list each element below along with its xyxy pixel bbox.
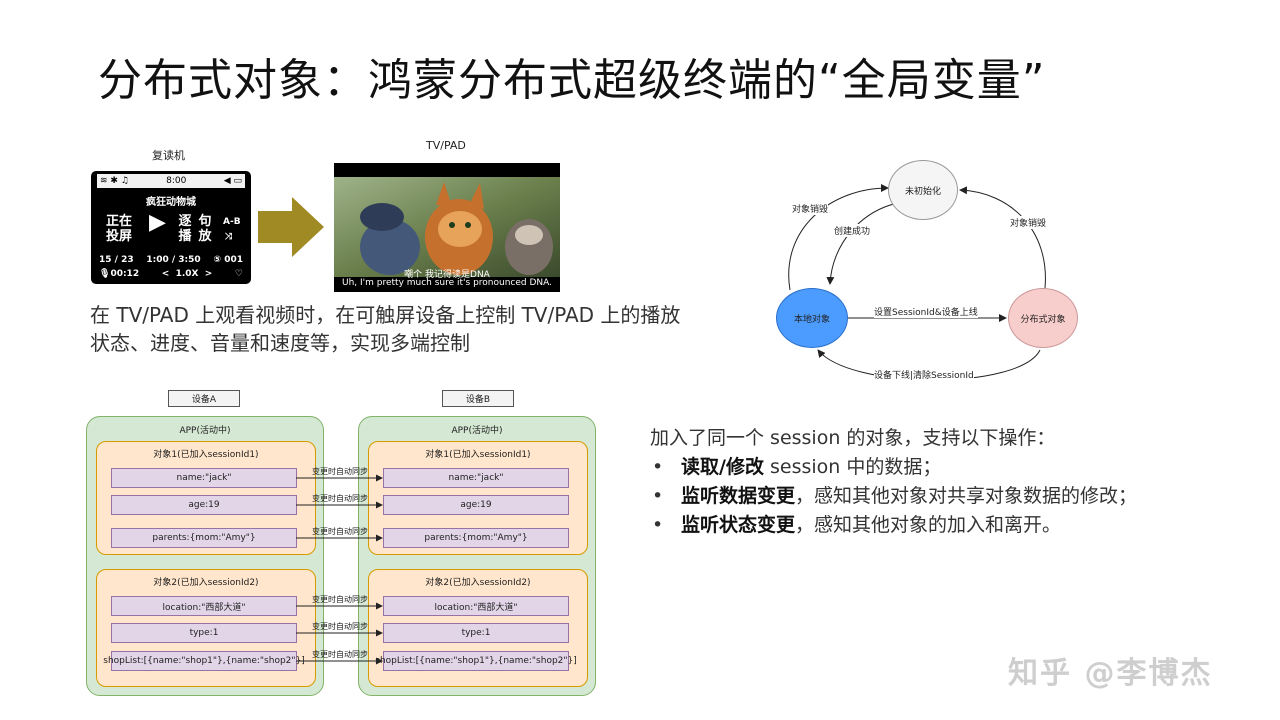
subtitle-chinese: 嘲个 我记得读是DNA <box>404 270 490 280</box>
mode-label-1[interactable]: 逐播 <box>178 214 192 244</box>
video-scene-image <box>334 177 560 277</box>
label-go-online: 设置SessionId&设备上线 <box>874 305 978 318</box>
speed-control[interactable]: < 1.0X > <box>161 269 213 279</box>
sync-label: 变更时自动同步 <box>312 467 368 476</box>
elapsed-time: 🎙00:12 <box>99 269 140 279</box>
label-destroy-right: 对象销毁 <box>1010 216 1047 229</box>
state-uninitialized: 未初始化 <box>888 160 958 220</box>
edge-create <box>826 201 903 285</box>
speed-value: 1.0X <box>175 269 199 279</box>
media-description: 在 TV/PAD 上观看视频时，在可触屏设备上控制 TV/PAD 上的播放状态、… <box>90 303 681 355</box>
subtitle-english: Uh, I'm pretty much sure it's pronounced… <box>341 278 553 288</box>
field-type: type:1 <box>111 623 297 643</box>
field-age: age:19 <box>111 495 297 515</box>
video-frame: 嘲个 我记得读是DNA Uh, I'm pretty much sure it'… <box>334 163 560 292</box>
state-local-object: 本地对象 <box>776 288 848 348</box>
watermark: 知乎 @李博杰 <box>1008 656 1213 691</box>
mode-label-2[interactable]: 句放 <box>198 214 212 244</box>
app-title: APP(活动中) <box>451 426 503 436</box>
operation-item: 监听数据变更，感知其他对象对共享对象数据的修改； <box>650 482 1170 511</box>
object2-device-b: 对象2(已加入sessionId2) location:"西部大道" type:… <box>368 569 588 687</box>
repeat-count: ⑤ 001 <box>213 255 243 265</box>
sync-arrows <box>296 474 383 665</box>
operation-bold: 监听数据变更 <box>681 485 796 507</box>
track-number: 15 / 23 <box>99 255 134 265</box>
field-shoplist: shopList:[{name:"shop1"},{name:"shop2"}] <box>375 651 577 671</box>
device-a-label: 设备A <box>168 390 240 407</box>
device-progress-row: 15 / 23 1:00 / 3:50 ⑤ 001 <box>99 255 243 265</box>
label-create-success: 创建成功 <box>834 224 871 237</box>
elapsed-value: 00:12 <box>110 269 140 279</box>
slide-title: 分布式对象：鸿蒙分布式超级终端的“全局变量” <box>98 55 1046 106</box>
sync-label: 变更时自动同步 <box>312 494 368 503</box>
sync-label: 变更时自动同步 <box>312 622 368 631</box>
casting-label: 正在投屏 <box>105 214 132 244</box>
field-location: location:"西部大道" <box>111 596 297 616</box>
object1-title: 对象1(已加入sessionId1) <box>153 450 259 460</box>
field-parents: parents:{mom:"Amy"} <box>383 528 569 548</box>
operation-bold: 读取/修改 <box>681 456 764 478</box>
app-title: APP(活动中) <box>179 426 231 436</box>
label-destroy-left: 对象销毁 <box>792 202 829 215</box>
field-location: location:"西部大道" <box>383 596 569 616</box>
edge-destroy-left <box>788 184 889 291</box>
operation-text: ，感知其他对象对共享对象数据的修改； <box>795 485 1138 507</box>
field-name: name:"jack" <box>383 468 569 488</box>
repeat-count-value: 001 <box>224 255 243 265</box>
object2-title: 对象2(已加入sessionId2) <box>153 578 259 588</box>
object2-title: 对象2(已加入sessionId2) <box>425 578 531 588</box>
sync-label: 变更时自动同步 <box>312 595 368 604</box>
operation-item: 监听状态变更，感知其他对象的加入和离开。 <box>650 511 1170 540</box>
device-caption: 复读机 <box>152 149 185 162</box>
operation-bold: 监听状态变更 <box>681 514 796 536</box>
object2-device-a: 对象2(已加入sessionId2) location:"西部大道" type:… <box>96 569 316 687</box>
operation-text: session 中的数据； <box>763 456 942 478</box>
edge-destroy-right <box>959 186 1046 289</box>
field-type: type:1 <box>383 623 569 643</box>
device-b-label: 设备B <box>442 390 514 407</box>
song-title: 疯狂动物城 <box>146 197 196 208</box>
label-go-offline: 设备下线|清除SessionId <box>874 368 974 381</box>
field-name: name:"jack" <box>111 468 297 488</box>
field-parents: parents:{mom:"Amy"} <box>111 528 297 548</box>
state-diagram: 未初始化 本地对象 分布式对象 对象销毁 创建成功 对象销毁 设置Session… <box>770 150 1090 390</box>
object1-title: 对象1(已加入sessionId1) <box>425 450 531 460</box>
device-control-row: 🎙00:12 < 1.0X > ♡ <box>99 269 243 279</box>
wifi-icon: ≋ ✱ ♫ <box>100 176 129 186</box>
object1-device-b: 对象1(已加入sessionId1) name:"jack" age:19 pa… <box>368 441 588 555</box>
cast-arrow-icon <box>258 197 324 257</box>
device-time: 8:00 <box>166 176 187 186</box>
app-device-b: APP(活动中) 对象1(已加入sessionId1) name:"jack" … <box>358 416 596 696</box>
volume-battery-icon: ◀ ▭ <box>223 176 242 186</box>
operations-intro: 加入了同一个 session 的对象，支持以下操作： <box>650 427 1056 449</box>
tv-caption: TV/PAD <box>426 139 466 152</box>
operation-text: ，感知其他对象的加入和离开。 <box>795 514 1062 536</box>
sync-label: 变更时自动同步 <box>312 650 368 659</box>
sync-label: 变更时自动同步 <box>312 527 368 536</box>
track-progress: 1:00 / 3:50 <box>146 255 201 265</box>
object1-device-a: 对象1(已加入sessionId1) name:"jack" age:19 pa… <box>96 441 316 555</box>
repeater-device: ≋ ✱ ♫ 8:00 ◀ ▭ 疯狂动物城 正在投屏 ▶ 逐播 句放 A-B ⤨ … <box>91 171 251 284</box>
ab-repeat-label[interactable]: A-B <box>223 217 241 227</box>
app-device-a: APP(活动中) 对象1(已加入sessionId1) name:"jack" … <box>86 416 324 696</box>
field-age: age:19 <box>383 495 569 515</box>
operations-list: 加入了同一个 session 的对象，支持以下操作： 读取/修改 session… <box>650 424 1170 540</box>
state-distributed-object: 分布式对象 <box>1008 288 1078 348</box>
device-status-bar: ≋ ✱ ♫ 8:00 ◀ ▭ <box>97 174 245 188</box>
field-shoplist: shopList:[{name:"shop1"},{name:"shop2"}] <box>103 651 305 671</box>
operation-item: 读取/修改 session 中的数据； <box>650 453 1170 482</box>
play-icon[interactable]: ▶ <box>149 210 166 235</box>
shuffle-icon[interactable]: ⤨ <box>225 232 233 242</box>
heart-icon[interactable]: ♡ <box>234 269 243 279</box>
